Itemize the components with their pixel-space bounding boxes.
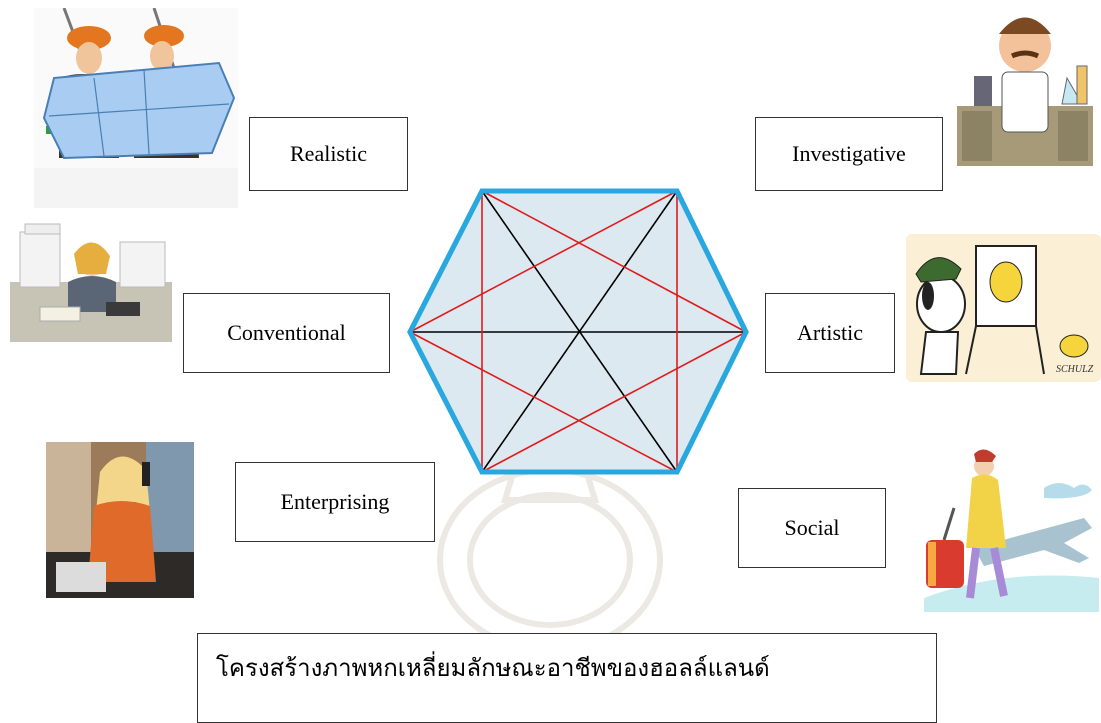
- illustration-investigative-scientist: [957, 17, 1093, 166]
- holland-hexagon: [407, 188, 749, 475]
- label-social: Social: [738, 488, 886, 568]
- diagonal-realistic-artistic: [481, 190, 747, 333]
- illustration-social-traveler: [924, 449, 1099, 612]
- label-enterprising: Enterprising: [235, 462, 435, 542]
- label-realistic: Realistic: [249, 117, 408, 191]
- diagonal-investigative-conventional: [409, 190, 678, 333]
- diagonal-conventional-social: [409, 331, 678, 473]
- label-conventional: Conventional: [183, 293, 390, 373]
- illustration-artistic-snoopy-painting: SCHULZ: [906, 234, 1101, 382]
- hexagon-border: [407, 188, 749, 475]
- label-artistic: Artistic: [765, 293, 895, 373]
- diagonal-artistic-enterprising: [481, 331, 747, 473]
- illustration-enterprising-businesswoman: [46, 442, 194, 598]
- illustration-realistic-construction-workers: [34, 8, 238, 208]
- diagram-caption: โครงสร้างภาพหกเหลี่ยมลักษณะอาชีพของฮอลล์…: [197, 633, 937, 723]
- label-investigative: Investigative: [755, 117, 943, 191]
- illustration-conventional-office-worker: [10, 223, 172, 342]
- svg-text:SCHULZ: SCHULZ: [1056, 364, 1094, 375]
